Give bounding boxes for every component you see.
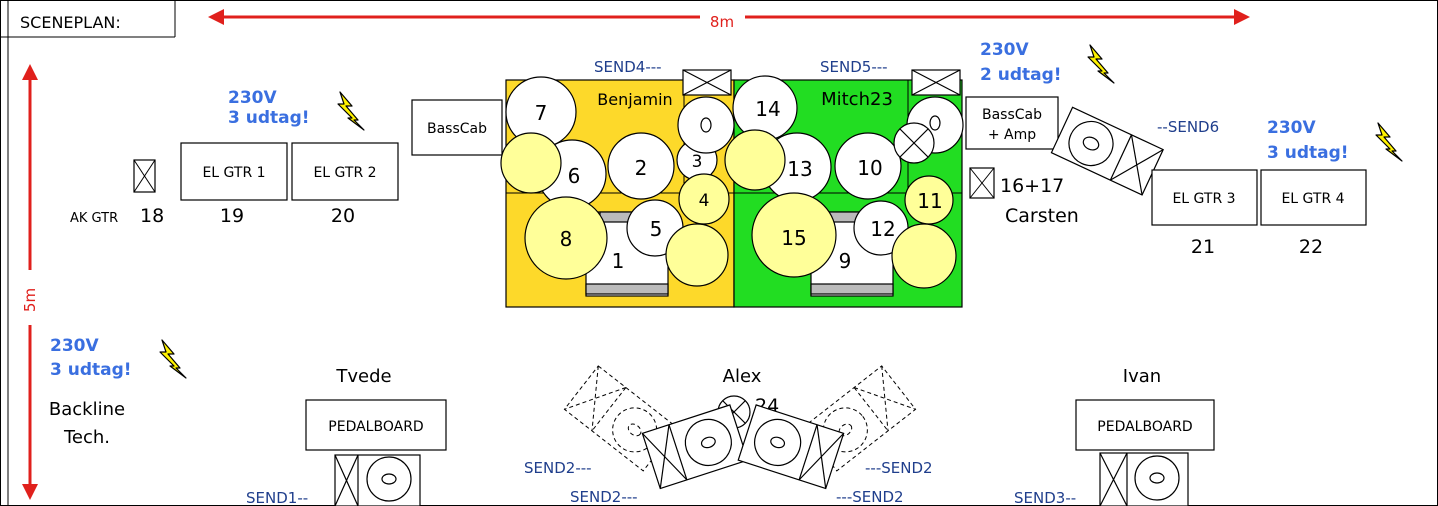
svg-text:14: 14 — [755, 97, 780, 121]
monitor-send6 — [1050, 106, 1164, 196]
send6-label: --SEND6 — [1157, 118, 1219, 136]
power-label-4: 230V 3 udtag! — [50, 336, 132, 380]
height-label: 5m — [21, 288, 39, 312]
person-alex: Alex — [723, 366, 762, 387]
svg-text:PEDALBOARD: PEDALBOARD — [328, 419, 423, 435]
svg-text:1: 1 — [612, 249, 625, 273]
send2-label-b: ---SEND2 — [865, 459, 933, 477]
plan-title: SCENEPLAN: — [20, 13, 121, 32]
monitor-send3 — [1099, 452, 1189, 506]
svg-text:11: 11 — [917, 189, 942, 213]
svg-text:EL GTR 4: EL GTR 4 — [1281, 191, 1344, 207]
svg-text:EL GTR 1: EL GTR 1 — [202, 165, 265, 181]
el-gtr-1-amp: EL GTR 1 — [180, 142, 288, 201]
drummer-mitch: Mitch23 — [821, 89, 893, 110]
power-label-1: 230V 3 udtag! — [228, 88, 310, 128]
svg-text:EL GTR 2: EL GTR 2 — [313, 165, 376, 181]
svg-text:4: 4 — [699, 191, 710, 211]
svg-text:3 udtag!: 3 udtag! — [1267, 143, 1349, 163]
di-16-17: 16+17 Carsten — [969, 167, 1079, 227]
send3-label: SEND3-- — [1014, 489, 1076, 506]
svg-text:Carsten: Carsten — [1005, 205, 1079, 227]
svg-text:AK GTR: AK GTR — [70, 211, 118, 226]
send2-label-a: SEND2--- — [524, 459, 592, 477]
drum-kit-right — [724, 69, 964, 297]
svg-text:230V: 230V — [228, 88, 277, 108]
svg-text:5: 5 — [650, 217, 663, 241]
ak-gtr-di: AK GTR 18 — [70, 159, 164, 227]
send5-label: SEND5--- — [820, 58, 888, 76]
svg-text:BassCab: BassCab — [982, 107, 1042, 123]
svg-text:2 udtag!: 2 udtag! — [980, 65, 1062, 85]
svg-text:18: 18 — [140, 205, 164, 227]
height-dimension-arrow: 5m — [21, 64, 39, 500]
svg-text:15: 15 — [781, 226, 806, 250]
send4-label: SEND4--- — [594, 58, 662, 76]
channel-22: 22 — [1299, 236, 1323, 258]
svg-text:8: 8 — [560, 227, 573, 251]
el-gtr-3-amp: EL GTR 3 — [1151, 169, 1258, 226]
send2-label-c: SEND2--- — [570, 488, 638, 506]
monitor-send1 — [334, 454, 421, 506]
person-tvede: Tvede — [335, 366, 391, 387]
svg-text:2: 2 — [635, 156, 648, 180]
svg-text:13: 13 — [787, 157, 812, 181]
svg-text:12: 12 — [870, 217, 895, 241]
width-label: 8m — [710, 13, 734, 31]
monitor-send2-right — [737, 404, 845, 490]
svg-text:230V: 230V — [980, 40, 1029, 60]
svg-text:EL GTR 3: EL GTR 3 — [1172, 191, 1235, 207]
pedalboard-tvede: PEDALBOARD — [305, 399, 447, 451]
svg-text:16+17: 16+17 — [1000, 175, 1064, 197]
svg-text:9: 9 — [839, 249, 852, 273]
monitor-send2-left — [641, 404, 749, 490]
svg-text:+ Amp: + Amp — [988, 127, 1036, 143]
backline-tech-1: Backline — [49, 399, 125, 420]
svg-text:230V: 230V — [1267, 118, 1316, 138]
el-gtr-4-amp: EL GTR 4 — [1260, 169, 1367, 226]
svg-text:3 udtag!: 3 udtag! — [50, 360, 132, 380]
el-gtr-2-amp: EL GTR 2 — [291, 142, 399, 201]
channel-21: 21 — [1191, 236, 1215, 258]
person-ivan: Ivan — [1123, 366, 1161, 387]
svg-text:6: 6 — [568, 164, 581, 188]
send1-label: SEND1-- — [246, 489, 308, 506]
svg-text:PEDALBOARD: PEDALBOARD — [1097, 419, 1192, 435]
svg-text:BassCab: BassCab — [427, 121, 487, 137]
svg-text:10: 10 — [857, 156, 882, 180]
width-dimension-arrow: 8m — [208, 9, 1250, 31]
pedalboard-ivan: PEDALBOARD — [1075, 399, 1215, 451]
svg-text:3 udtag!: 3 udtag! — [228, 108, 310, 128]
channel-19: 19 — [220, 205, 244, 227]
drummer-benjamin: Benjamin — [597, 90, 672, 109]
power-label-3: 230V 3 udtag! — [1267, 118, 1349, 163]
drum-right-numbers: 14 13 10 11 15 12 9 — [755, 97, 942, 273]
power-label-2: 230V 2 udtag! — [980, 40, 1062, 85]
send2-label-d: ---SEND2 — [836, 488, 904, 506]
drum-left-numbers: 7 6 2 3 4 8 5 1 — [535, 101, 710, 273]
svg-text:3: 3 — [692, 152, 703, 172]
basscab-left: BassCab — [411, 99, 503, 156]
basscab-amp-right: BassCab + Amp — [965, 96, 1059, 150]
svg-text:230V: 230V — [50, 336, 99, 356]
channel-20: 20 — [331, 205, 355, 227]
svg-text:7: 7 — [535, 101, 548, 125]
backline-tech-2: Tech. — [63, 427, 110, 448]
drum-kit-left — [500, 69, 735, 297]
